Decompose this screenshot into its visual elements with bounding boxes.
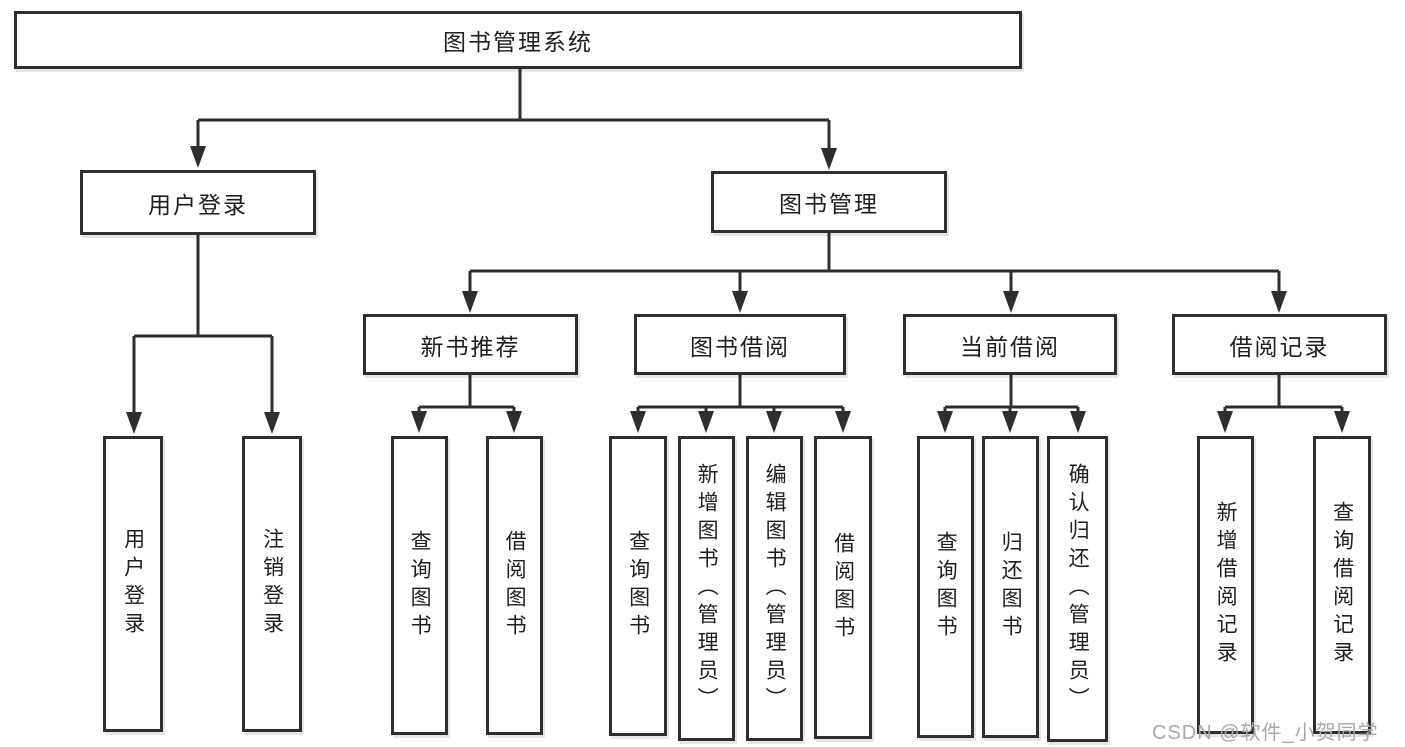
- leaf-box-user-login: 用户登录: [103, 436, 163, 732]
- node-box-borrow-records: 借阅记录: [1172, 314, 1387, 375]
- arrow-icon: [264, 412, 280, 434]
- connector-root: [196, 68, 831, 152]
- arrow-icon: [732, 291, 748, 313]
- node-box-book-borrowing: 图书借阅: [634, 314, 846, 375]
- leaf-label-nbr-query-books: 查询图书: [408, 529, 432, 642]
- connector-lines: [132, 68, 1344, 416]
- leaf-box-br-add-record: 新增借阅记录: [1197, 436, 1254, 734]
- node-label-book-management: 图书管理: [779, 191, 879, 217]
- watermark-text: CSDN @软件_小贺同学: [1152, 722, 1379, 744]
- leaf-box-bb-edit-books-admin: 编辑图书（管理员）: [746, 436, 803, 741]
- leaf-label-nbr-borrow-books: 借阅图书: [503, 529, 527, 642]
- arrow-icon: [1070, 411, 1086, 433]
- arrow-icon: [190, 146, 206, 168]
- arrow-icon: [1217, 411, 1233, 433]
- arrow-icon: [126, 412, 142, 434]
- connector-new-book-recommend: [417, 375, 516, 413]
- arrow-icon: [766, 411, 782, 433]
- arrow-icon: [1334, 411, 1350, 433]
- node-box-user-login: 用户登录: [80, 170, 316, 235]
- node-label-user-login: 用户登录: [148, 191, 248, 218]
- arrow-icon: [835, 411, 851, 433]
- leaf-box-bb-add-books-admin: 新增图书（管理员）: [678, 436, 735, 741]
- node-box-new-book-recommend: 新书推荐: [363, 314, 578, 375]
- node-label-system-root: 图书管理系统: [443, 29, 593, 55]
- connector-book-management: [468, 233, 1281, 294]
- connector-book-borrowing: [636, 375, 845, 413]
- arrow-icon: [462, 291, 478, 313]
- arrow-icon: [630, 411, 646, 433]
- leaf-box-br-query-record: 查询借阅记录: [1313, 436, 1371, 734]
- leaf-label-user-login: 用户登录: [121, 528, 145, 640]
- leaf-box-nbr-query-books: 查询图书: [391, 436, 448, 735]
- connector-user-login: [132, 235, 274, 416]
- node-label-book-borrowing: 图书借阅: [690, 333, 790, 360]
- arrow-icon: [1002, 411, 1018, 433]
- arrow-icon: [411, 411, 427, 433]
- leaf-label-bb-edit-books-admin: 编辑图书（管理员）: [763, 462, 787, 715]
- leaf-box-logout-login: 注销登录: [242, 436, 302, 732]
- node-box-current-borrowing: 当前借阅: [903, 314, 1117, 375]
- connector-current-borrowing: [943, 375, 1080, 413]
- node-label-borrow-records: 借阅记录: [1229, 333, 1330, 360]
- arrow-icon: [506, 411, 522, 433]
- leaf-box-nbr-borrow-books: 借阅图书: [486, 436, 543, 735]
- node-box-system-root: 图书管理系统: [14, 11, 1022, 69]
- leaf-label-bb-query-books: 查询图书: [626, 530, 650, 642]
- arrowhead-icons: [126, 146, 1350, 434]
- leaf-label-cb-query-books: 查询图书: [934, 531, 958, 643]
- arrow-icon: [1271, 291, 1287, 313]
- node-box-book-management: 图书管理: [711, 171, 947, 233]
- arrow-icon: [1003, 291, 1019, 313]
- node-label-current-borrowing: 当前借阅: [960, 333, 1060, 360]
- leaf-box-cb-return-books: 归还图书: [982, 436, 1039, 738]
- leaf-label-br-add-record: 新增借阅记录: [1214, 501, 1238, 669]
- leaf-box-bb-query-books: 查询图书: [609, 436, 667, 736]
- arrow-icon: [698, 411, 714, 433]
- connector-borrow-records: [1223, 375, 1344, 413]
- leaf-label-bb-add-books-admin: 新增图书（管理员）: [695, 462, 719, 715]
- arrow-icon: [937, 411, 953, 433]
- leaf-label-br-query-record: 查询借阅记录: [1330, 501, 1354, 669]
- leaf-label-bb-borrow-books: 借阅图书: [831, 531, 855, 644]
- leaf-label-cb-confirm-return-admin: 确认归还（管理员）: [1066, 463, 1090, 715]
- node-label-new-book-recommend: 新书推荐: [420, 333, 521, 360]
- leaf-box-cb-query-books: 查询图书: [917, 436, 974, 738]
- leaf-label-cb-return-books: 归还图书: [999, 531, 1023, 643]
- leaf-box-cb-confirm-return-admin: 确认归还（管理员）: [1047, 436, 1108, 742]
- leaf-label-logout-login: 注销登录: [260, 528, 284, 640]
- leaf-box-bb-borrow-books: 借阅图书: [814, 436, 872, 739]
- arrow-icon: [821, 148, 837, 170]
